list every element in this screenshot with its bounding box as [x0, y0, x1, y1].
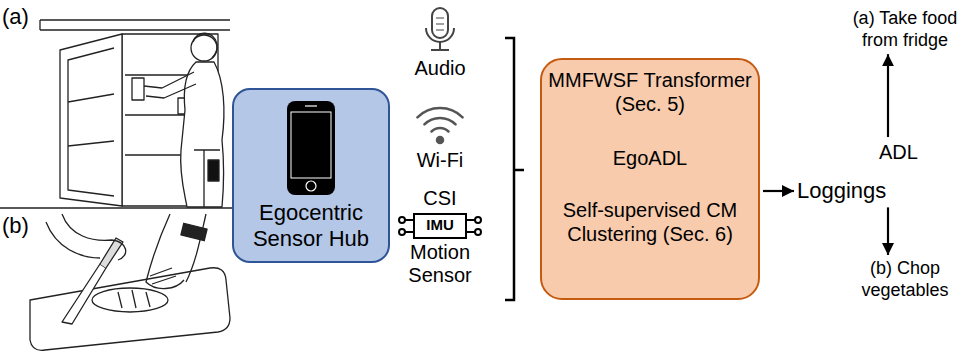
imu-chip-icon — [399, 217, 405, 223]
person-figure — [208, 160, 219, 181]
node-text: (b) Chop vegetables — [845, 258, 965, 301]
fridge-scene — [68, 48, 114, 196]
sensor-hub-box: Egocentric Sensor Hub — [232, 88, 390, 263]
panel-label: (b) — [2, 213, 46, 238]
output-activity: (b) Chop vegetables — [845, 258, 965, 301]
person-figure — [181, 62, 224, 207]
phone-body — [287, 101, 335, 195]
phone-speaker — [305, 105, 317, 106]
chopping-scene — [181, 223, 207, 240]
person-figure — [132, 78, 144, 100]
sensor-label: Motion Sensor — [395, 241, 485, 287]
output-activity: (a) Take food from fridge — [845, 8, 965, 51]
person-figure — [132, 33, 224, 207]
wifi-icon — [417, 108, 462, 117]
fridge-scene — [40, 20, 230, 30]
wifi-icon — [437, 137, 443, 143]
sensor-label: CSI — [400, 187, 480, 210]
chopping-scene — [150, 268, 176, 284]
node-text: MMFWSF Transformer (Sec. 5) — [542, 68, 758, 116]
flow-arrow — [763, 190, 794, 192]
microphone-icon — [426, 8, 454, 50]
person-figure — [194, 150, 220, 207]
model-block: MMFWSF Transformer (Sec. 5) — [542, 68, 758, 116]
fridge-scene — [68, 94, 114, 146]
chopping-scene — [92, 288, 168, 312]
model-block: Self-supervised CM Clustering (Sec. 6) — [542, 198, 758, 246]
chip-label: IMU — [414, 216, 466, 233]
imu-chip-icon — [475, 217, 481, 223]
wifi-icon — [417, 108, 462, 143]
phone-button — [306, 181, 316, 191]
microphone-icon — [436, 18, 444, 30]
person-figure — [144, 72, 196, 98]
model-block: EgoADL — [542, 146, 758, 170]
imu-chip-icon — [475, 229, 481, 235]
phone-screen — [291, 112, 331, 178]
chopping-scene — [146, 214, 206, 289]
sensor-label: Wi-Fi — [400, 149, 480, 172]
person-figure — [193, 33, 217, 58]
panel-label: (a) — [2, 4, 46, 29]
microphone-icon — [431, 42, 449, 50]
node-text: ADL — [797, 140, 937, 164]
wifi-icon — [424, 118, 455, 124]
chopping-scene — [118, 290, 150, 308]
flow-arrow — [887, 54, 889, 137]
fridge-scene — [60, 34, 122, 206]
node-text: (a) Take food from fridge — [845, 8, 965, 51]
imu-chip-icon — [399, 214, 481, 238]
node-text: Self-supervised CM Clustering (Sec. 6) — [542, 198, 758, 246]
wifi-icon — [432, 128, 449, 132]
log-block: ADL Loggings — [797, 140, 937, 204]
chopping-scene — [62, 264, 106, 324]
sensor-label: Audio — [400, 57, 480, 80]
phone-icon — [286, 100, 336, 196]
panel-divider — [0, 207, 232, 209]
node-text: Egocentric Sensor Hub — [234, 200, 388, 253]
processing-box: MMFWSF Transformer (Sec. 5) EgoADL Self-su… — [540, 58, 760, 300]
fridge-scene — [40, 20, 230, 207]
flow-arrow — [887, 207, 889, 255]
imu-chip-icon — [414, 214, 466, 238]
imu-chip-icon — [399, 229, 405, 235]
chopping-scene — [30, 268, 230, 351]
microphone-icon — [432, 8, 448, 38]
input-bracket — [505, 38, 524, 300]
node-text: EgoADL — [542, 146, 758, 170]
microphone-icon — [426, 28, 454, 42]
chopping-scene — [46, 214, 126, 260]
chopping-scene — [30, 214, 230, 350]
node-text: Loggings — [797, 178, 937, 204]
